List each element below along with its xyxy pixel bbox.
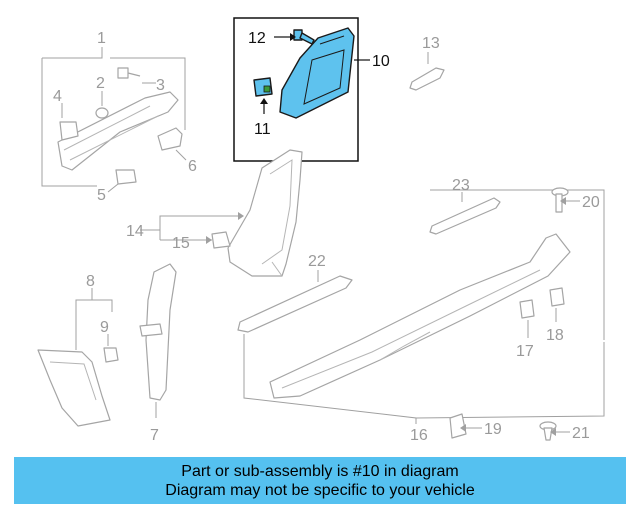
callout-9: 9: [100, 319, 109, 336]
group-1-frame: [41, 47, 186, 187]
callout-23: 23: [452, 177, 470, 194]
callout-4: 4: [53, 88, 62, 105]
callout-22: 22: [308, 253, 326, 270]
callout-17: 17: [516, 343, 534, 360]
clip-17: [519, 299, 535, 338]
callout-2: 2: [96, 75, 105, 92]
clip-5: [107, 169, 137, 193]
callout-13: 13: [422, 35, 440, 52]
callout-10: 10: [372, 53, 390, 70]
banner-line-1: Part or sub-assembly is #10 in diagram: [181, 462, 459, 480]
callout-16: 16: [410, 427, 428, 444]
clip-15: [206, 231, 231, 249]
callout-6: 6: [188, 158, 197, 175]
callout-15: 15: [172, 235, 190, 252]
callout-21: 21: [572, 425, 590, 442]
part-10-trim-panel: [279, 27, 355, 119]
callout-18: 18: [546, 327, 564, 344]
callout-14: 14: [126, 223, 144, 240]
callout-7: 7: [150, 427, 159, 444]
callout-19: 19: [484, 421, 502, 438]
screw-3: [117, 67, 156, 84]
clip-2: [95, 91, 109, 119]
kick-panel-8: [37, 349, 111, 427]
info-banner: Part or sub-assembly is #10 in diagram D…: [14, 457, 626, 504]
clip-9: [103, 334, 119, 363]
group-16-frame: [243, 189, 605, 424]
banner-line-2: Diagram may not be specific to your vehi…: [165, 481, 475, 499]
clip-18: [549, 287, 565, 322]
clip-4: [59, 103, 79, 141]
clip-11: [253, 77, 273, 114]
screw-12: [274, 29, 315, 45]
parts-diagram: 1 2 3 4 5 6 10 12: [37, 17, 605, 444]
callout-20: 20: [582, 194, 600, 211]
push-pin-21: [539, 421, 570, 441]
part-13: [409, 52, 445, 91]
callout-12: 12: [248, 30, 266, 47]
group-8-bracket: [75, 299, 113, 312]
sill-trim-16: [269, 233, 571, 399]
callout-11: 11: [254, 121, 271, 138]
callout-5: 5: [97, 187, 106, 204]
fastener-20: [551, 187, 580, 213]
scuff-plate-22: [237, 270, 353, 333]
clip-19: [449, 413, 482, 439]
callout-8: 8: [86, 273, 95, 290]
scuff-plate-23: [429, 192, 501, 235]
callout-1: 1: [97, 30, 106, 47]
cover-6: [157, 127, 187, 161]
callout-3: 3: [156, 77, 165, 94]
